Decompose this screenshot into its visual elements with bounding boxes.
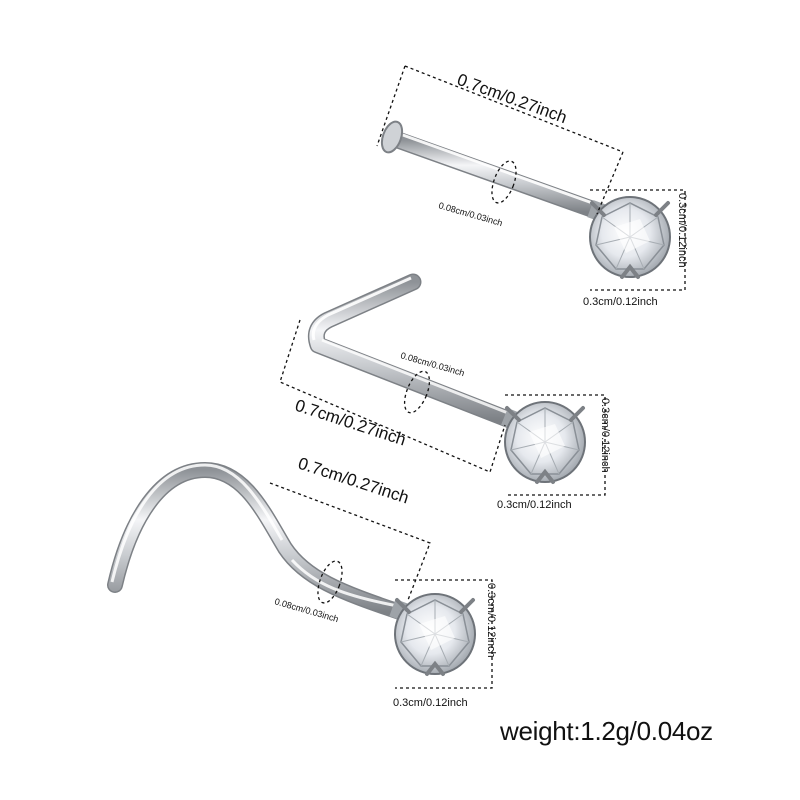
crystal-gem [393,592,477,676]
gem-height-label: 0.3cm/0.12inch [676,193,688,268]
gauge-label: 0.08cm/0.03inch [437,200,503,228]
nose-stud-screw: 0.7cm/0.27inch 0.08cm/0.03inch 0.3cm/0.1… [107,454,497,709]
length-label: 0.7cm/0.27inch [455,70,570,127]
gem-width-label: 0.3cm/0.12inch [393,697,468,709]
length-label: 0.7cm/0.27inch [293,396,409,450]
gem-height-label: 0.3cm/0.12inch [599,398,611,473]
gem-width-label: 0.3cm/0.12inch [583,296,658,308]
length-label: 0.7cm/0.27inch [296,454,412,508]
dimension-lines [376,65,686,291]
stud-post [107,461,409,621]
nose-stud-straight: 0.7cm/0.27inch 0.08cm/0.03inch 0.3cm/0.1… [376,65,688,308]
gauge-label: 0.08cm/0.03inch [273,596,339,624]
dimension-lines [279,319,606,496]
dimension-lines [269,482,493,689]
crystal-gem [588,195,672,279]
crystal-gem [503,400,587,484]
gem-height-label: 0.3cm/0.12inch [485,583,497,658]
weight-label: weight:1.2g/0.04oz [500,716,713,746]
stud-post [380,120,609,222]
gem-width-label: 0.3cm/0.12inch [497,499,572,511]
